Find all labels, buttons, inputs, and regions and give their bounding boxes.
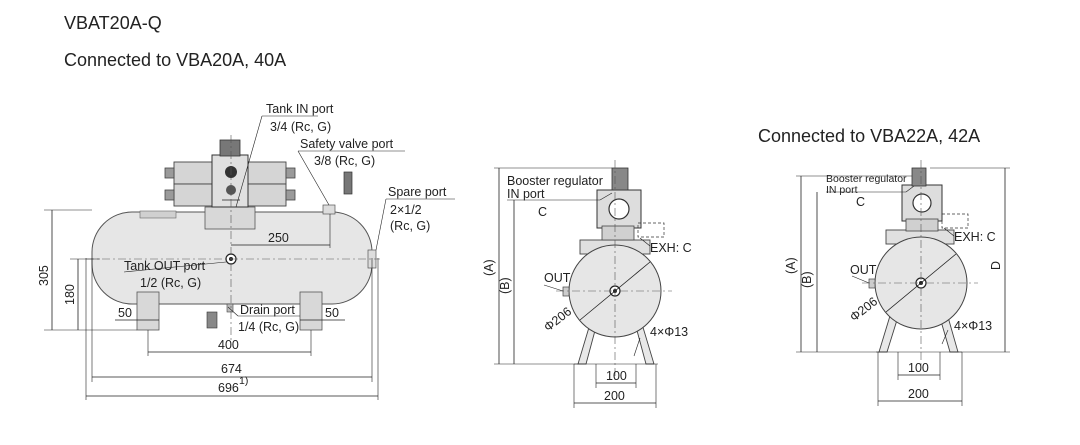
model-title: VBAT20A-Q — [64, 13, 162, 33]
dim-250: 250 — [268, 231, 289, 245]
booster-label-1b: IN port — [507, 187, 545, 201]
d-label-2: D — [989, 261, 1003, 270]
tank-out-port-label: Tank OUT port — [124, 259, 206, 273]
dim-400: 400 — [218, 338, 239, 352]
out-label-2: OUT — [850, 263, 877, 277]
safety-valve-port-icon — [322, 204, 336, 215]
exh-label-2: EXH: C — [954, 230, 996, 244]
spare-port-label: Spare port — [388, 185, 447, 199]
phi206-2: Φ206 — [847, 294, 880, 324]
dim-696: 696 — [218, 381, 239, 395]
dim-674: 674 — [221, 362, 242, 376]
holes-label-1: 4×Φ13 — [650, 325, 688, 339]
a-label-2: (A) — [784, 257, 798, 274]
dim-180: 180 — [63, 284, 77, 305]
side-view-1: Booster regulator IN port C EXH: C OUT (… — [482, 160, 692, 408]
cylinder-cap-left-1 — [164, 167, 175, 179]
out-label-1: OUT — [544, 271, 571, 285]
safety-valve-icon — [343, 171, 353, 195]
safety-valve-port-size: 3/8 (Rc, G) — [314, 154, 375, 168]
booster-knob-1 — [611, 167, 629, 191]
exh-port-2 — [941, 213, 969, 229]
leg-left — [136, 291, 160, 331]
exh-port-1 — [637, 222, 665, 238]
front-view: Tank IN port 3/4 (Rc, G) Safety valve po… — [37, 102, 455, 400]
cylinder-cap-right-1 — [285, 167, 296, 179]
valve-housing — [211, 154, 249, 208]
cylinder-cap-left-2 — [164, 189, 175, 201]
drain-valve-icon — [206, 311, 218, 329]
connected-title-1: Connected to VBA20A, 40A — [64, 50, 287, 70]
a-label-1: (A) — [482, 259, 496, 276]
booster-label-2a: Booster regulator — [826, 173, 907, 185]
booster-mount — [204, 206, 256, 230]
c-label-2: C — [856, 195, 865, 209]
drain-port-size: 1/4 (Rc, G) — [238, 320, 299, 334]
dim-100-2: 100 — [908, 361, 929, 375]
tank-in-port-label: Tank IN port — [266, 102, 334, 116]
c-label-1: C — [538, 205, 547, 219]
side-view-2: Booster regulator IN port C EXH: C OUT (… — [784, 160, 1010, 406]
dim-305: 305 — [37, 265, 51, 286]
leg-right — [299, 291, 323, 331]
safety-valve-port-label: Safety valve port — [300, 137, 394, 151]
spare-port-size-2: (Rc, G) — [390, 219, 430, 233]
cylinder-cap-right-2 — [285, 189, 296, 201]
phi206-1: Φ206 — [541, 304, 574, 334]
dim-200-2: 200 — [908, 387, 929, 401]
connected-title-2: Connected to VBA22A, 42A — [758, 126, 981, 146]
nameplate — [139, 210, 177, 219]
b-label-1: (B) — [498, 277, 512, 294]
dim-200-1: 200 — [604, 389, 625, 403]
booster-label-2b: IN port — [826, 184, 858, 196]
tank-in-port-size: 3/4 (Rc, G) — [270, 120, 331, 134]
dim-100-1: 100 — [606, 369, 627, 383]
drain-port-icon — [226, 303, 234, 313]
dim-696-footnote: 1) — [239, 375, 248, 387]
drain-port-label: Drain port — [240, 303, 295, 317]
regulator-knob — [219, 139, 241, 157]
holes-label-2: 4×Φ13 — [954, 319, 992, 333]
spare-port-size-1: 2×1/2 — [390, 203, 422, 217]
booster-knob-2 — [911, 167, 927, 187]
dim-50-left: 50 — [118, 306, 132, 320]
b-label-2: (B) — [800, 271, 814, 288]
tank-out-port-size: 1/2 (Rc, G) — [140, 276, 201, 290]
dim-50-right: 50 — [325, 306, 339, 320]
exh-label-1: EXH: C — [650, 241, 692, 255]
booster-label-1a: Booster regulator — [507, 174, 603, 188]
